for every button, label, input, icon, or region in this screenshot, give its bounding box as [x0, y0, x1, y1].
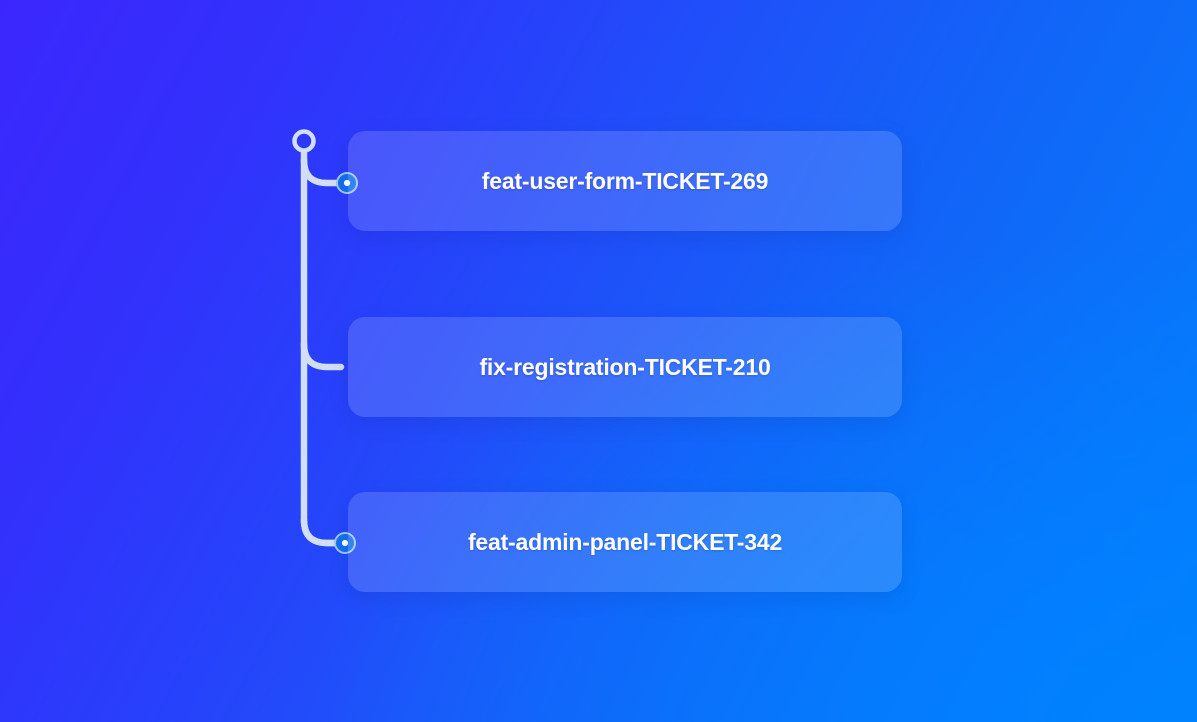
branch-name-label: feat-admin-panel-TICKET-342 [467, 528, 783, 555]
root-node-icon[interactable] [292, 129, 316, 153]
branch-trunk-line [300, 148, 344, 547]
branch-connector-feat-admin-panel [300, 516, 344, 547]
branch-card[interactable]: feat-admin-panel-TICKET-342 [348, 492, 902, 592]
branch-name-label: feat-user-form-TICKET-269 [481, 167, 769, 194]
branch-card[interactable]: fix-registration-TICKET-210 [348, 317, 902, 417]
branch-name-label: fix-registration-TICKET-210 [479, 353, 771, 380]
branch-card[interactable]: feat-user-form-TICKET-269 [348, 131, 902, 231]
branch-connector-fix-registration [300, 340, 345, 371]
branch-connector-feat-user-form [300, 156, 345, 187]
